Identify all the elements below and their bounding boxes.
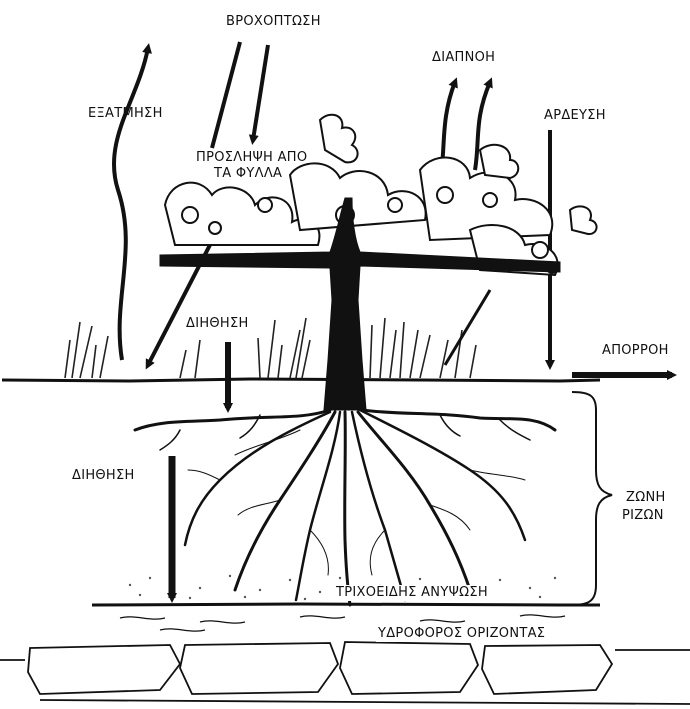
vine-roots	[135, 410, 555, 605]
bedrock	[0, 642, 690, 704]
root-zone-bracket	[572, 392, 612, 605]
water-table-label: ΥΔΡΟΦΟΡΟΣ ΟΡΙΖΟΝΤΑΣ	[376, 626, 547, 642]
ground-surface-line	[2, 379, 600, 381]
infiltration-upper-label: ΔΙΗΘΗΣΗ	[186, 316, 249, 332]
root-zone-label-line2: ΡΙΖΩΝ	[622, 508, 664, 524]
root-zone-label-line1: ΖΩΝΗ	[626, 490, 666, 506]
ground-vegetation	[65, 318, 476, 378]
evaporation-label: ΕΞΑΤΜΗΣΗ	[88, 106, 163, 122]
leaf-uptake-label-line2: ΤΑ ΦΥΛΛΑ	[214, 166, 282, 182]
evaporation-arrow	[114, 48, 148, 360]
vine-foliage	[165, 115, 597, 275]
capillary-rise-label: ΤΡΙΧΟΕΙΔΗΣ ΑΝΥΨΩΣΗ	[334, 585, 490, 601]
transpiration-label: ΔΙΑΠΝΟΗ	[432, 50, 495, 66]
leaf-uptake-label-line1: ΠΡΟΣΛΗΨΗ ΑΠΟ	[196, 150, 307, 166]
irrigation-label: ΑΡΔΕΥΣΗ	[544, 108, 606, 124]
irrigation-diagonal	[445, 290, 490, 365]
infiltration-lower-label: ΔΙΗΘΗΣΗ	[72, 468, 135, 484]
precipitation-arrow-left	[212, 42, 240, 148]
precipitation-label: ΒΡΟΧΟΠΤΩΣΗ	[226, 14, 321, 30]
precipitation-arrow-mid	[253, 45, 268, 140]
runoff-label: ΑΠΟΡΡΟΗ	[602, 343, 669, 359]
water-table-line	[92, 604, 600, 605]
